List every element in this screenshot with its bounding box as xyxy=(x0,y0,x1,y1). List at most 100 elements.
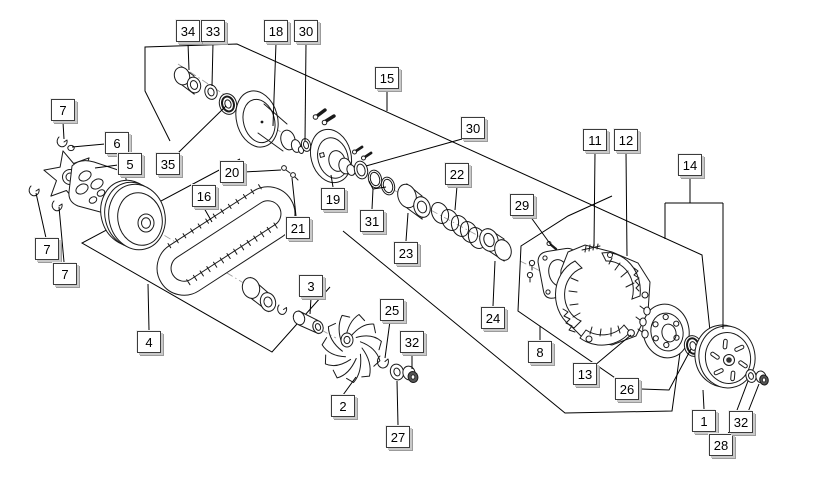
part-label-25[interactable]: 25 xyxy=(380,299,404,321)
part-label-31[interactable]: 31 xyxy=(360,210,384,232)
part-label-18[interactable]: 18 xyxy=(264,20,288,42)
variator-rear-group xyxy=(173,66,512,262)
roller xyxy=(90,178,104,190)
leader-line xyxy=(71,143,106,148)
leader-line xyxy=(62,121,65,140)
fan-blades xyxy=(321,314,382,383)
leader-line xyxy=(454,185,458,211)
part-label-12[interactable]: 12 xyxy=(614,129,638,151)
pivot-nut xyxy=(607,252,613,258)
roller xyxy=(75,183,89,195)
leader-line xyxy=(243,169,282,173)
leader-line xyxy=(177,105,227,154)
spring-seat-rear xyxy=(494,239,512,261)
part-label-27[interactable]: 27 xyxy=(386,426,410,448)
part-label-35[interactable]: 35 xyxy=(156,153,180,175)
clutch-shoe xyxy=(555,260,583,329)
part-label-7b[interactable]: 7 xyxy=(35,238,59,260)
leader-line xyxy=(309,297,312,315)
part-label-26[interactable]: 26 xyxy=(615,378,639,400)
part-label-24[interactable]: 24 xyxy=(481,307,505,329)
part-label-8[interactable]: 8 xyxy=(528,341,552,363)
bell-fasteners xyxy=(745,369,769,386)
leader-line xyxy=(396,380,399,426)
part-label-28[interactable]: 28 xyxy=(709,434,733,456)
leader-line xyxy=(593,151,596,247)
part-label-23[interactable]: 23 xyxy=(394,242,418,264)
part-label-7c[interactable]: 7 xyxy=(53,263,77,285)
clutch-carrier-group xyxy=(635,303,703,359)
leader-line xyxy=(342,376,357,396)
part-label-30a[interactable]: 30 xyxy=(294,20,318,42)
sleeve-rear-face xyxy=(312,320,324,334)
part-label-21[interactable]: 21 xyxy=(286,217,310,239)
leader-line xyxy=(304,42,307,142)
part-label-11[interactable]: 11 xyxy=(583,129,607,151)
nut-bore xyxy=(410,374,416,380)
part-label-2[interactable]: 2 xyxy=(331,395,355,417)
washer-bore xyxy=(748,372,754,380)
part-label-20[interactable]: 20 xyxy=(220,161,244,183)
belt-teeth xyxy=(167,184,278,286)
pin-screws xyxy=(281,165,299,181)
part-label-34[interactable]: 34 xyxy=(176,20,200,42)
fan-wheel xyxy=(321,314,382,383)
part-label-14[interactable]: 14 xyxy=(678,154,702,176)
seal-ring xyxy=(353,160,369,180)
fan-hub xyxy=(340,332,354,348)
part-label-19[interactable]: 19 xyxy=(321,188,345,210)
spring-cup-rear xyxy=(413,196,431,218)
pulley-bore xyxy=(137,213,155,233)
part-label-22[interactable]: 22 xyxy=(445,163,469,185)
part-label-15[interactable]: 15 xyxy=(375,67,399,89)
slider-shoe xyxy=(96,189,106,197)
bell-hub-ring xyxy=(723,354,735,366)
screw-pair-upper xyxy=(312,108,336,126)
part-label-4[interactable]: 4 xyxy=(137,331,161,353)
leader-line xyxy=(747,383,760,413)
part-label-29[interactable]: 29 xyxy=(510,194,534,216)
rear-pulley-ring xyxy=(242,98,276,144)
pivot-nut xyxy=(627,329,635,337)
spring-clip xyxy=(376,355,389,369)
leader-line xyxy=(405,212,409,242)
screw-pair-lower xyxy=(352,145,373,161)
pulley-bore-inner xyxy=(141,217,151,229)
cam-spider-assembly xyxy=(28,136,131,215)
leader-line xyxy=(187,42,190,71)
pivot-nut xyxy=(641,291,649,299)
shoe-spring xyxy=(633,267,640,292)
bell-face-ring xyxy=(704,332,752,384)
leader-line xyxy=(147,283,150,331)
gasket-hole xyxy=(545,289,551,295)
carrier-ring xyxy=(650,312,684,352)
part-label-6[interactable]: 6 xyxy=(105,132,129,154)
part-label-1[interactable]: 1 xyxy=(692,410,716,432)
retainer-clip xyxy=(56,136,68,148)
part-label-32b[interactable]: 32 xyxy=(729,411,753,433)
part-label-5[interactable]: 5 xyxy=(118,153,142,175)
group-outline-lines xyxy=(80,43,711,414)
bushing-front xyxy=(173,66,191,86)
leader-line xyxy=(593,334,632,367)
part-label-33[interactable]: 33 xyxy=(201,20,225,42)
part-label-13[interactable]: 13 xyxy=(573,363,597,385)
part-label-7a[interactable]: 7 xyxy=(51,99,75,121)
leader-line xyxy=(625,151,628,257)
part-label-30b[interactable]: 30 xyxy=(461,117,485,139)
leader-line xyxy=(272,42,277,127)
clutch-shoe-assembly xyxy=(555,243,651,346)
bushing-rear xyxy=(186,76,202,94)
part-label-16[interactable]: 16 xyxy=(192,185,216,207)
retainer-clip xyxy=(51,200,63,212)
fan-fasteners xyxy=(376,355,419,384)
bearing-race xyxy=(221,95,235,113)
leader-line xyxy=(211,42,214,87)
part-label-3[interactable]: 3 xyxy=(299,275,323,297)
cap xyxy=(67,144,75,152)
sleeve-bore xyxy=(314,323,322,331)
part-label-32a[interactable]: 32 xyxy=(400,331,424,353)
spring-rod xyxy=(581,243,601,253)
sleeve-front-face xyxy=(292,310,306,326)
